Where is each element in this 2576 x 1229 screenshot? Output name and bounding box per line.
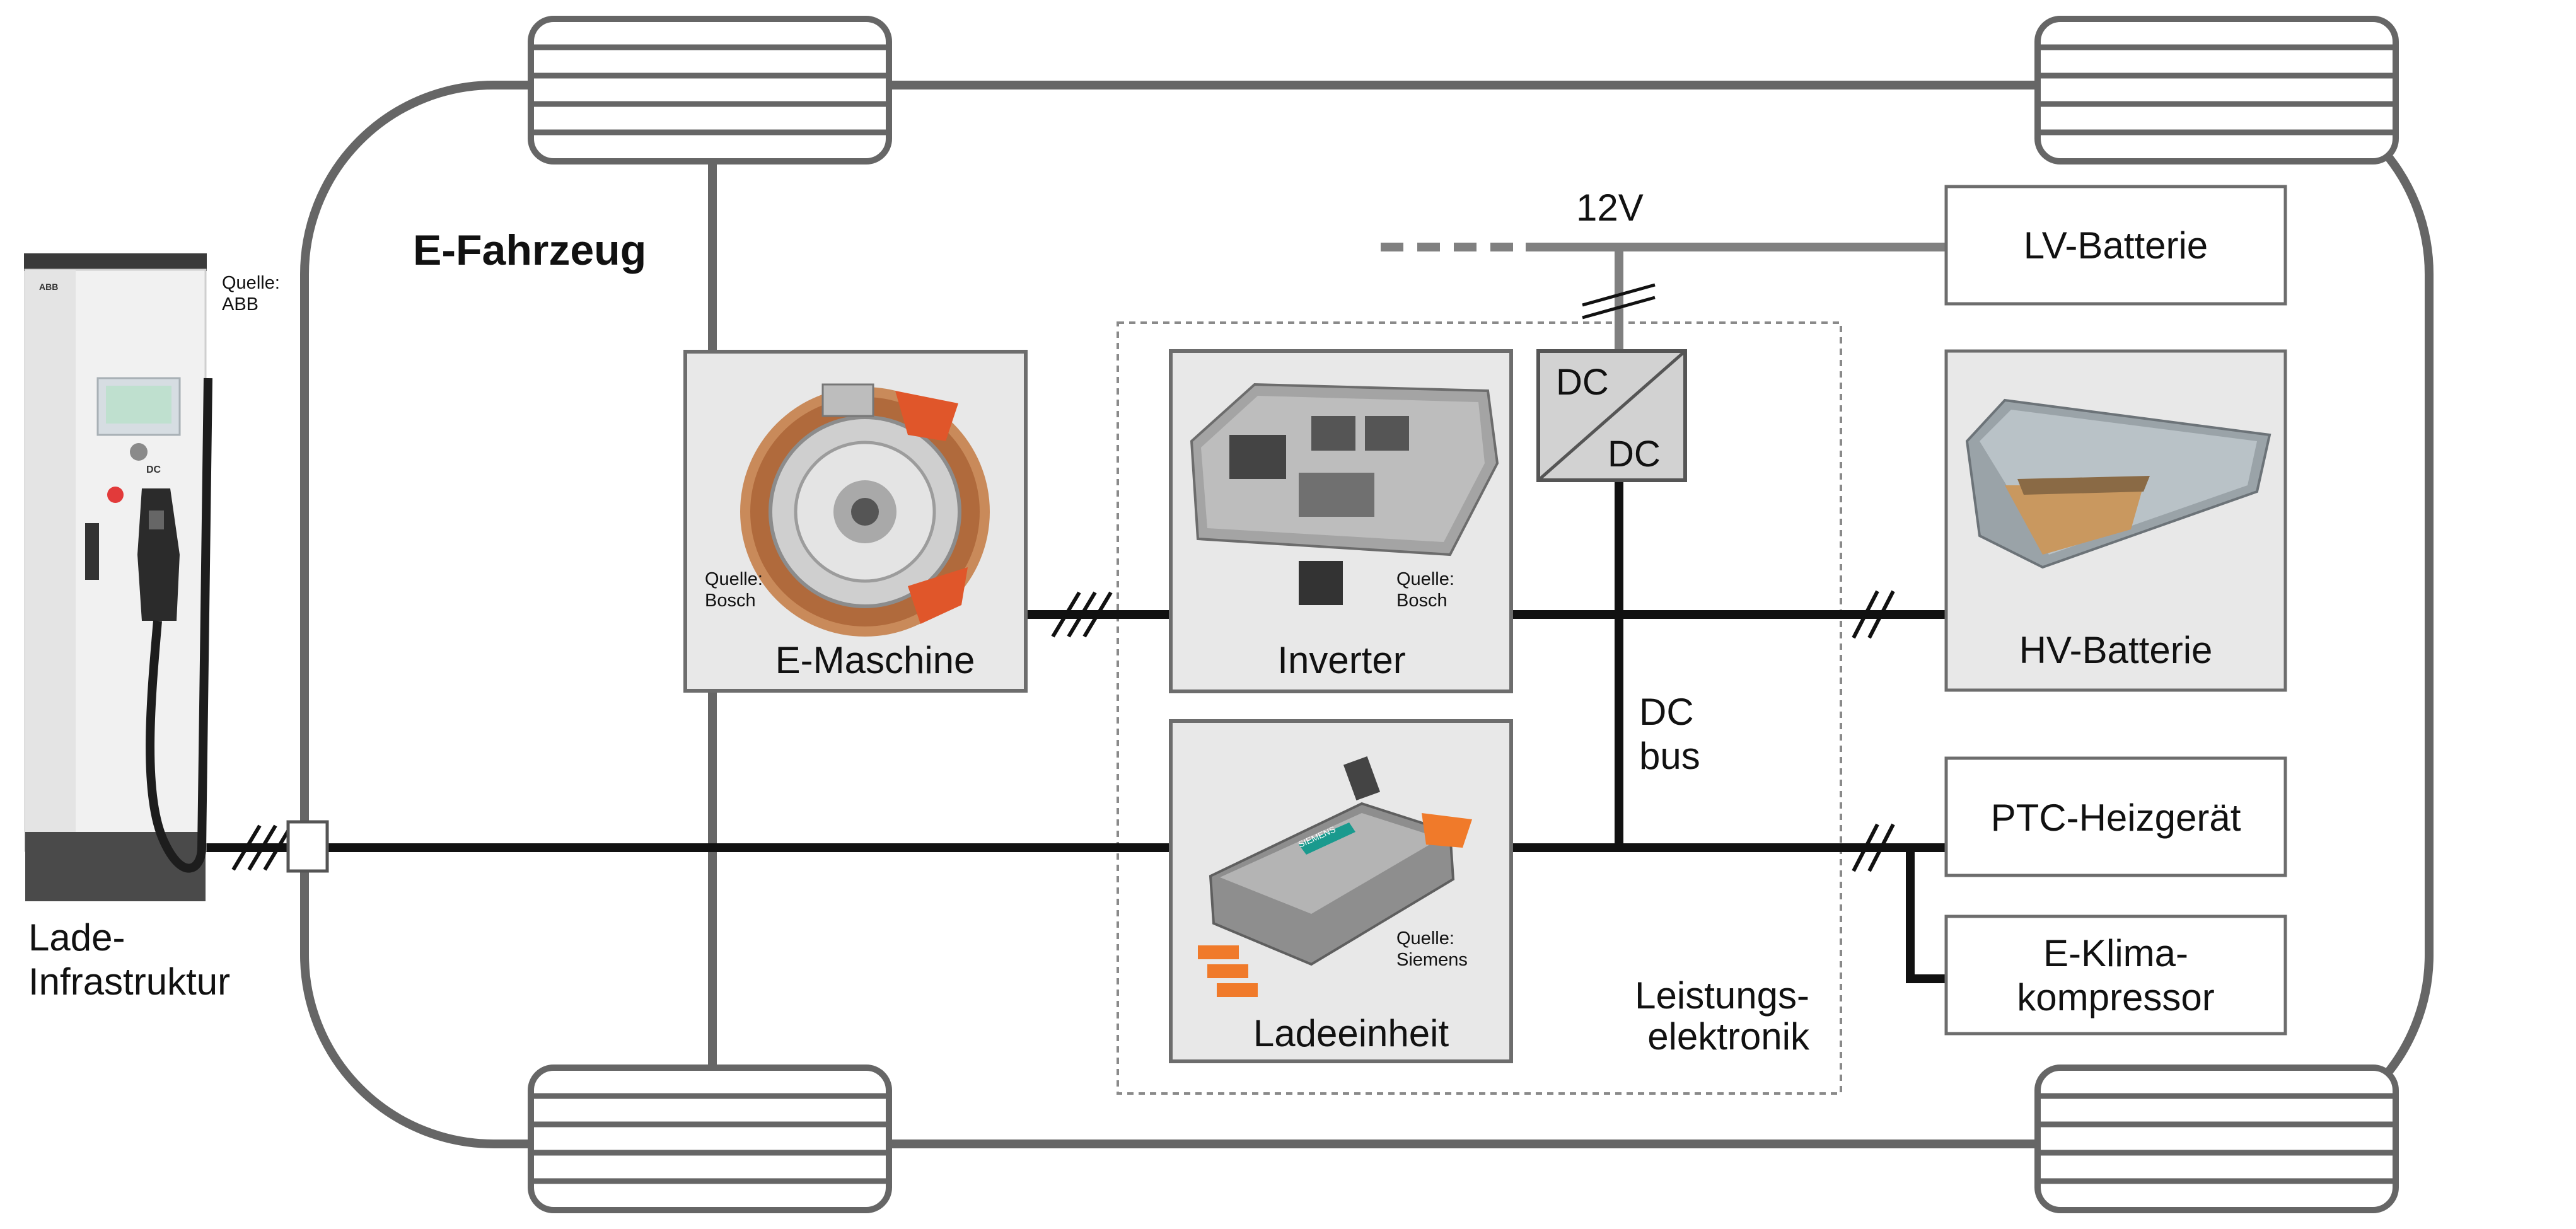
- ptc-heater-box: PTC-Heizgerät: [1944, 756, 2287, 877]
- charging-unit-label: Ladeeinheit: [1253, 1012, 1449, 1054]
- e-compressor-box: E-Klima- kompressor: [1944, 915, 2287, 1036]
- charging-unit-source-line2: Siemens: [1396, 950, 1468, 970]
- aux-line-hash-marks: [1852, 823, 1895, 872]
- dcdc-bottom-label: DC: [1608, 434, 1661, 475]
- charger-brand-label: ABB: [39, 282, 58, 292]
- wheel-front-right: [2034, 16, 2399, 164]
- hv-battery-image: [1965, 398, 2271, 569]
- dcdc-top-label: DC: [1556, 362, 1609, 403]
- e-machine-image: [740, 383, 990, 637]
- compressor-branch-line: [1906, 848, 1947, 983]
- lv-line-hash-marks: [1582, 283, 1656, 320]
- wheel-rear-right: [2034, 1065, 2399, 1213]
- inverter-source-line1: Quelle:: [1396, 569, 1454, 589]
- lv-battery-box: LV-Batterie: [1944, 185, 2287, 306]
- hv-line-hash-marks: [1852, 590, 1895, 639]
- lv-battery-label: LV-Batterie: [2024, 224, 2208, 267]
- power-electronics-label-line2: elektronik: [1647, 1015, 1810, 1058]
- wheel-front-left: [528, 16, 892, 164]
- charging-unit-box: SIEMENS Quelle: Siemens Ladeeinheit: [1169, 719, 1513, 1063]
- wheel-rear-left: [528, 1065, 892, 1213]
- charging-unit-source-line1: Quelle:: [1396, 928, 1454, 949]
- inverter-label: Inverter: [1277, 639, 1405, 681]
- ptc-heater-label: PTC-Heizgerät: [1991, 797, 2241, 839]
- dcdc-converter: DC DC: [1536, 349, 1687, 482]
- inverter-box: Quelle: Bosch Inverter: [1169, 349, 1513, 693]
- charging-infrastructure-label-line2: Infrastruktur: [28, 961, 230, 1003]
- charger-source-line1: Quelle:: [222, 273, 280, 293]
- charging-inlet: [286, 820, 329, 873]
- inverter-source-line2: Bosch: [1396, 591, 1448, 611]
- inverter-image: [1190, 383, 1499, 605]
- vehicle-title: E-Fahrzeug: [413, 226, 646, 274]
- hv-battery-box: HV-Batterie: [1944, 349, 2287, 692]
- power-electronics-boundary: [1117, 321, 1842, 1095]
- charging-unit-image: SIEMENS: [1198, 756, 1472, 997]
- charging-infrastructure-label-line1: Lade-: [28, 916, 125, 959]
- vehicle-chassis-outline: [300, 81, 2434, 1148]
- e-machine-label: E-Maschine: [775, 639, 975, 681]
- e-machine-source-line1: Quelle:: [705, 569, 763, 589]
- e-machine-box: Quelle: Bosch E-Maschine: [683, 350, 1028, 693]
- dc-bus-label-line1: DC: [1639, 691, 1694, 733]
- e-compressor-label-line2: kompressor: [2017, 976, 2214, 1018]
- charger-dc-badge: DC: [146, 464, 161, 475]
- e-machine-source-line2: Bosch: [705, 591, 756, 611]
- charger-source-line2: ABB: [222, 294, 258, 314]
- hv-battery-label: HV-Batterie: [2019, 629, 2213, 671]
- dc-bus-label-line2: bus: [1639, 735, 1700, 777]
- power-electronics-label-line1: Leistungs-: [1635, 974, 1809, 1017]
- motor-line-hash-marks: [1051, 591, 1113, 638]
- voltage-12v-label: 12V: [1576, 187, 1644, 229]
- charging-station: DC ABB: [24, 253, 212, 901]
- e-compressor-label-line1: E-Klima-: [2043, 932, 2188, 974]
